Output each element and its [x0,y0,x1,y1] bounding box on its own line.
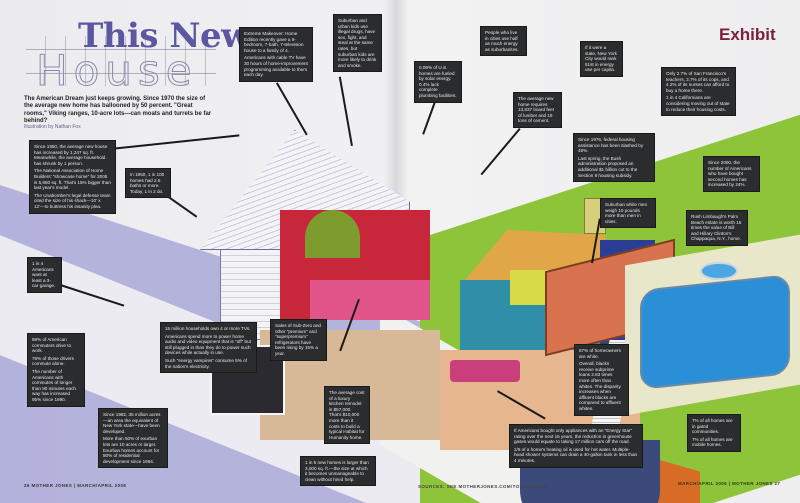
note-acres: Since 1982, 35 million acres—an area the… [98,408,168,469]
note-text: Since 1976, federal housing assistance h… [578,137,644,154]
title-line-2: House [36,46,198,96]
illustration-credit: Illustration by Nathan Fox [24,124,81,130]
note-text: 7% of all homes are in gated communities… [692,418,733,435]
note-second-homes: Since 2000, the number of Americans who … [703,156,760,192]
note-five-thousand: 1 in 5 new homes is larger than 3,000 sq… [300,456,376,487]
note-text: 1/5 of a home's heating oil is used for … [514,446,638,463]
note-tvs: 15 million households own 4 or more TVs.… [160,322,257,374]
note-solar: 0.09% of U.S. homes are fueled by solar … [414,61,462,103]
green-attic-room [305,210,360,258]
pink-bed [310,280,430,320]
note-text: 15 million households own 4 or more TVs. [165,326,251,331]
note-text: Suburban and urban kids use illegal drug… [338,18,377,68]
note-nyc: If it were a state, New York City would … [580,41,623,77]
note-text: Such "energy vampires" consume 5% of the… [165,357,247,369]
note-text: 7% of all homes are mobile homes. [692,436,733,448]
note-text: Since 1982, 35 million acres—an area the… [103,412,161,434]
note-text: Americans with cable TV have 30 hours of… [244,55,308,78]
note-baths: In 1950, 1 in 100 homes had 2.5 baths or… [125,168,171,199]
note-commute: 88% of American commuters drive to work.… [27,333,85,407]
note-text: Extreme Makeover: Home Edition recently … [244,31,304,53]
note-text: The average new home requires 13,837 boa… [518,96,555,124]
note-text: The Unabomber's legal defense team cited… [34,192,111,209]
note-text: 0.09% of U.S. homes are fueled by solar … [419,65,457,98]
note-cities-energy: People who live in cities use half as mu… [480,26,527,57]
note-text: Rush Limbaugh's Palm Beach estate is wor… [691,214,742,242]
blueprint-grid [26,36,216,86]
left-folio: 26 MOTHER JONES | MARCH/APRIL 2006 [24,483,127,488]
note-gated: 7% of all homes are in gated communities… [687,414,741,452]
note-text: Since 2000, the number of Americans who … [708,160,752,188]
note-text: 1 in 4 Americans want at least a 3-car g… [32,261,56,289]
note-text: More than 50% of exurban lots are 10 acr… [103,436,160,464]
sources-line: SOURCES: SEE MOTHERJONES.COM/TOPSOURCES [418,484,549,489]
note-suburban-kids: Suburban and urban kids use illegal drug… [333,14,382,73]
note-house-size: Since 1950, the average new house has in… [29,140,116,214]
pink-sofa [450,360,520,382]
note-sf-teachers: Only 2.7% of San Francisco's teachers, 3… [661,67,736,117]
swimming-pool [640,274,790,390]
note-text: Americans spend more to power home audio… [165,333,251,356]
note-text: In 1950, 1 in 100 homes had 2.5 baths or… [130,172,165,194]
note-limbaugh: Rush Limbaugh's Palm Beach estate is wor… [686,210,748,246]
note-text: 1 in 5 new homes is larger than 3,000 sq… [305,460,369,482]
note-text: The average cost of a luxury kitchen rem… [329,390,365,440]
note-text: 88% of American commuters drive to work. [32,337,72,354]
note-text: People who live in cities use half as mu… [485,30,519,52]
note-text: 76% of those drivers commute alone. [32,355,74,367]
note-text: Since 1950, the average new house has in… [34,144,108,166]
note-kitchen: The average cost of a luxury kitchen rem… [324,386,370,445]
note-federal-housing: Since 1976, federal housing assistance h… [573,133,655,183]
note-lumber: The average new home requires 13,837 boa… [513,92,562,128]
note-text: Last spring, the Bush administration pro… [578,155,638,178]
right-folio: MARCH/APRIL 2006 | MOTHER JONES 27 [678,481,781,486]
note-text: If it were a state, New York City would … [585,45,617,73]
note-text: The number of Americans with commutes of… [32,368,76,402]
note-energy-star: If Americans bought only appliances with… [509,424,643,468]
note-suburban-men: Suburban white men weigh 10 pounds more … [600,198,656,229]
deck-text: The American Dream just keeps growing. S… [24,96,212,125]
title-line-1: This New [78,16,250,56]
note-subzero: Sales of Sub-Zero and other "premium" an… [270,319,327,361]
note-text: 1 in 4 Californians are considering movi… [666,95,730,112]
note-extreme-makeover: Extreme Makeover: Home Edition recently … [239,27,313,82]
note-text: Suburban white men weigh 10 pounds more … [605,202,648,224]
note-text: The National Association of Home Builder… [34,168,111,191]
note-text: Sales of Sub-Zero and other "premium" an… [275,323,321,356]
section-label: Exhibit [719,25,776,44]
note-text: 87% of homeowners are white. [579,348,621,359]
note-text: If Americans bought only appliances with… [514,428,633,445]
note-text: Only 2.7% of San Francisco's teachers, 3… [666,71,730,93]
hot-tub [700,262,738,280]
note-text: Overall, blacks receive subprime loans 2… [579,361,621,411]
note-homeowners-white: 87% of homeowners are white. Overall, bl… [574,344,629,416]
note-garage: 1 in 4 Americans want at least a 3-car g… [27,257,62,293]
